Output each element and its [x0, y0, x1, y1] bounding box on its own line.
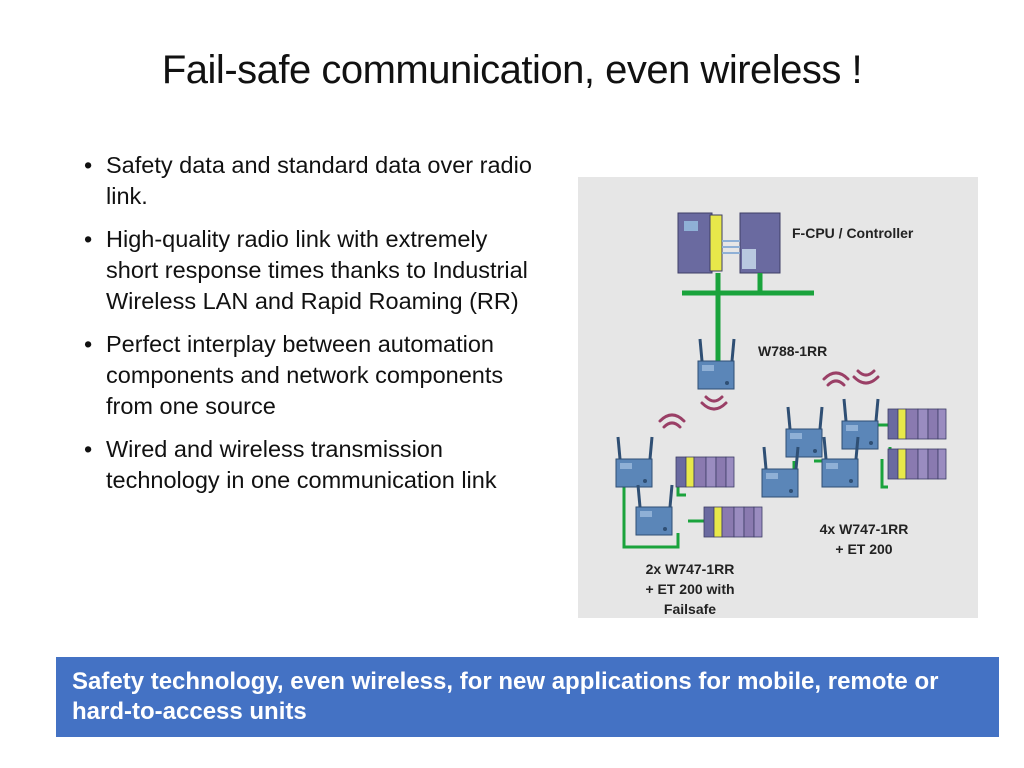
- network-diagram-graphic: [614, 212, 947, 549]
- bullet-text: Safety data and standard data over radio…: [106, 152, 532, 209]
- summary-banner-text: Safety technology, even wireless, for ne…: [72, 668, 939, 725]
- bullet-item: • Safety data and standard data over radi…: [84, 150, 534, 212]
- radio-waves-icon: [700, 395, 728, 411]
- right-group-label: 4x W747-1RR + ET 200: [804, 519, 924, 559]
- right-group-label-line: 4x W747-1RR: [819, 521, 909, 537]
- slide-title: Fail-safe communication, even wireless !: [161, 48, 863, 92]
- summary-banner: Safety technology, even wireless, for ne…: [56, 657, 999, 737]
- bullet-icon: •: [84, 436, 93, 462]
- controller-label: F-CPU / Controller: [792, 225, 914, 241]
- bullet-icon: •: [84, 152, 93, 178]
- client-group-left: [614, 435, 763, 549]
- client-group-right: [760, 397, 947, 499]
- bullet-item: • High-quality radio link with extremely …: [84, 224, 534, 317]
- radio-waves-icon: [822, 371, 850, 387]
- radio-waves-icon: [852, 369, 880, 385]
- right-group-label-line: + ET 200: [835, 541, 893, 557]
- bullet-item: • Perfect interplay between automation co…: [84, 329, 534, 422]
- left-group-label-line: 2x W747-1RR: [645, 561, 735, 577]
- bullet-item: • Wired and wireless transmission technol…: [84, 434, 534, 496]
- bullet-text: Wired and wireless transmission technolo…: [106, 436, 497, 493]
- access-point-label: W788-1RR: [758, 343, 828, 359]
- network-diagram: F-CPU / Controller W788-1RR 4x W747-1RR …: [578, 177, 978, 618]
- controller-cpu: [677, 212, 781, 274]
- bullet-icon: •: [84, 331, 93, 357]
- bullet-text: Perfect interplay between automation com…: [106, 331, 504, 419]
- bullet-text: High-quality radio link with extremely s…: [106, 226, 528, 314]
- radio-waves-icon: [658, 413, 686, 429]
- left-group-label: 2x W747-1RR + ET 200 with Failsafe: [630, 559, 750, 619]
- left-group-label-line: Failsafe: [663, 601, 717, 617]
- bullet-list: • Safety data and standard data over radi…: [84, 150, 534, 508]
- bullet-icon: •: [84, 226, 93, 252]
- ethernet-bus: [682, 273, 814, 361]
- left-group-label-line: + ET 200 with: [645, 581, 735, 597]
